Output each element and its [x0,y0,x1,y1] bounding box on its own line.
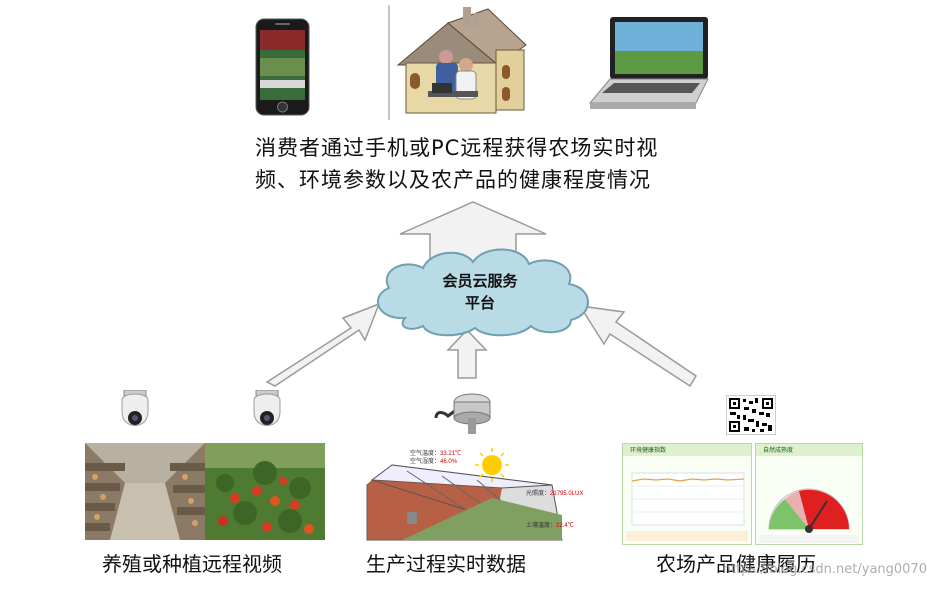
air-humidity-value: 46.0% [440,459,458,465]
air-temperature-label: 空气温度： [410,451,441,457]
cloud-platform-shape [377,248,589,337]
consumer-access-caption: 消费者通过手机或PC远程获得农场实时视 频、环境参数以及农产品的健康程度情况 [255,132,725,196]
arrow-from-trace [578,305,698,388]
environment-health-chart [622,443,752,545]
consumer-access-caption-line1: 消费者通过手机或PC远程获得农场实时视 [255,136,659,160]
watermark: https://blog.csdn.net/yang0070 [722,562,927,577]
light-label: 光照度： [526,491,551,497]
realtime-data-label: 生产过程实时数据 [366,552,526,576]
arrow-from-sensor [446,328,488,379]
laptop-icon [588,17,709,109]
smartphone-icon [255,18,310,116]
soil-temperature-label: 土壤温度： [526,523,557,529]
air-humidity-reading: 空气湿度：46.0% [410,456,457,465]
air-temperature-value: 33.21℃ [440,451,462,457]
consumer-access-caption-line2: 频、环境参数以及农产品的健康程度情况 [255,168,651,192]
product-health-label: 农场产品健康履历 [656,552,816,576]
dome-camera-icon [121,390,149,426]
cloud-platform-label: 会员云服务 平台 [410,270,550,314]
light-value: 21795.0LUX [550,491,584,497]
cloud-platform-label-line2: 平台 [464,294,495,312]
environment-health-title: 环境健康指数 [630,448,667,454]
soil-temperature-value: 22.4℃ [556,523,574,529]
farmhouse-people-icon [388,5,527,120]
cloud-platform-label-line1: 会员云服务 [442,272,518,290]
soil-temperature-reading: 土壤温度：22.4℃ [526,520,574,529]
light-reading: 光照度：21795.0LUX [526,488,583,497]
qr-code-icon [726,395,776,435]
greenhouse-diagram [366,448,563,541]
air-temperature-reading: 空气温度：33.21℃ [410,448,461,457]
air-humidity-label: 空气湿度： [410,459,441,465]
maturity-gauge [755,443,863,545]
sensor-device-icon [434,393,491,434]
remote-video-label: 养殖或种植远程视频 [102,552,282,576]
tomato-greenhouse-photo [205,443,325,540]
poultry-farm-photo [85,443,205,540]
maturity-title: 自然成熟度 [763,448,794,454]
dome-camera-icon-2 [253,390,281,426]
arrow-from-video [265,302,381,387]
